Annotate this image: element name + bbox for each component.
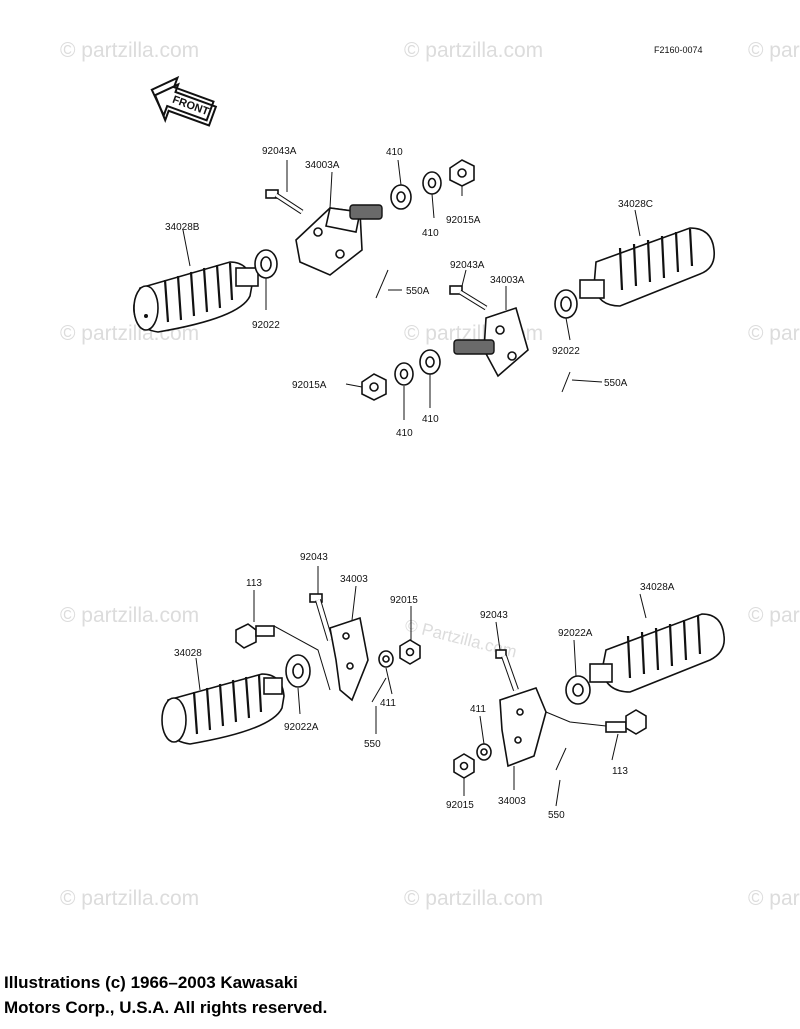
- part-label: 550: [548, 810, 565, 821]
- part-label: 92043A: [450, 260, 485, 271]
- part-label: 34003A: [305, 160, 340, 171]
- part-label: 411: [470, 704, 486, 715]
- bracket-34003a-right: [453, 306, 529, 378]
- part-label: 34003: [340, 574, 368, 585]
- front-arrow-icon: FRONT: [150, 75, 218, 127]
- watermark: © partzilla.com: [60, 604, 199, 627]
- bolt-92043-right: [495, 649, 519, 691]
- part-label: 92022: [552, 346, 580, 357]
- copyright-line: Motors Corp., U.S.A. All rights reserved…: [4, 998, 328, 1017]
- cotter-pin-550-right: [555, 747, 567, 771]
- part-label: 34028A: [640, 582, 675, 593]
- part-label: 410: [422, 228, 439, 239]
- part-label: 411: [380, 698, 396, 709]
- part-label: 92022A: [558, 628, 593, 639]
- part-label: 92015A: [292, 380, 327, 391]
- part-label: 92022: [252, 320, 280, 331]
- part-label: 92043: [480, 610, 508, 621]
- part-label: 410: [386, 147, 403, 158]
- part-label: 550A: [604, 378, 628, 389]
- part-label: 113: [612, 766, 628, 777]
- part-label: 92043: [300, 552, 328, 563]
- copyright-line: Illustrations (c) 1966–2003 Kawasaki: [4, 973, 298, 992]
- part-label: 92015A: [446, 215, 481, 226]
- watermark: © partzilla.com: [60, 39, 199, 62]
- watermark: © partzilla.com: [60, 887, 199, 910]
- part-label: 92015: [446, 800, 474, 811]
- part-label: 92015: [390, 595, 418, 606]
- bolt-113-left: [235, 623, 275, 649]
- cotter-pin-550a-right: [561, 371, 571, 393]
- footpeg-34028b: [133, 261, 259, 333]
- footpeg-34028c: [579, 227, 716, 307]
- part-label: 34028C: [618, 199, 653, 210]
- part-label: 34003A: [490, 275, 525, 286]
- copyright-notice: Illustrations (c) 1966–2003 Kawasaki Mot…: [4, 970, 424, 1020]
- part-label: 92043A: [262, 146, 297, 157]
- watermark-layer: © partzilla.com © partzilla.com © partzi…: [60, 39, 800, 910]
- part-label: 410: [396, 428, 413, 439]
- figure-code: F2160-0074: [654, 45, 703, 55]
- bolt-113-right: [605, 709, 647, 735]
- watermark: © partzilla.com: [748, 604, 800, 627]
- part-label: 34003: [498, 796, 526, 807]
- bracket-34003-right: [499, 687, 547, 768]
- bolt-92043a-left: [265, 189, 304, 215]
- lower-assembly: 92043 113 34003 92015 34028 92022A 411 5…: [161, 552, 726, 821]
- part-label: 92022A: [284, 722, 319, 733]
- footpeg-34028: [161, 673, 285, 745]
- bracket-34003a-left: [295, 204, 383, 276]
- bolt-92043a-right: [449, 285, 488, 311]
- part-label: 550: [364, 739, 381, 750]
- part-label: 34028B: [165, 222, 200, 233]
- watermark: © partzilla.com: [748, 322, 800, 345]
- cotter-pin-550a-left: [375, 269, 389, 299]
- bracket-34003-left: [329, 616, 369, 702]
- watermark: © partzilla.com: [748, 887, 800, 910]
- part-label: 113: [246, 578, 262, 589]
- bolt-92043-left: [309, 593, 333, 641]
- watermark: © partzilla.com: [404, 39, 543, 62]
- footpeg-34028a: [589, 613, 726, 693]
- part-label: 34028: [174, 648, 202, 659]
- watermark: © partzilla.com: [404, 887, 543, 910]
- part-label: 550A: [406, 286, 430, 297]
- upper-assembly: 92043A 34003A 410 410 92015A 34028C 3402…: [133, 146, 716, 439]
- part-label: 410: [422, 414, 439, 425]
- cotter-pin-550-left: [371, 677, 387, 703]
- watermark: © partzilla.com: [748, 39, 800, 62]
